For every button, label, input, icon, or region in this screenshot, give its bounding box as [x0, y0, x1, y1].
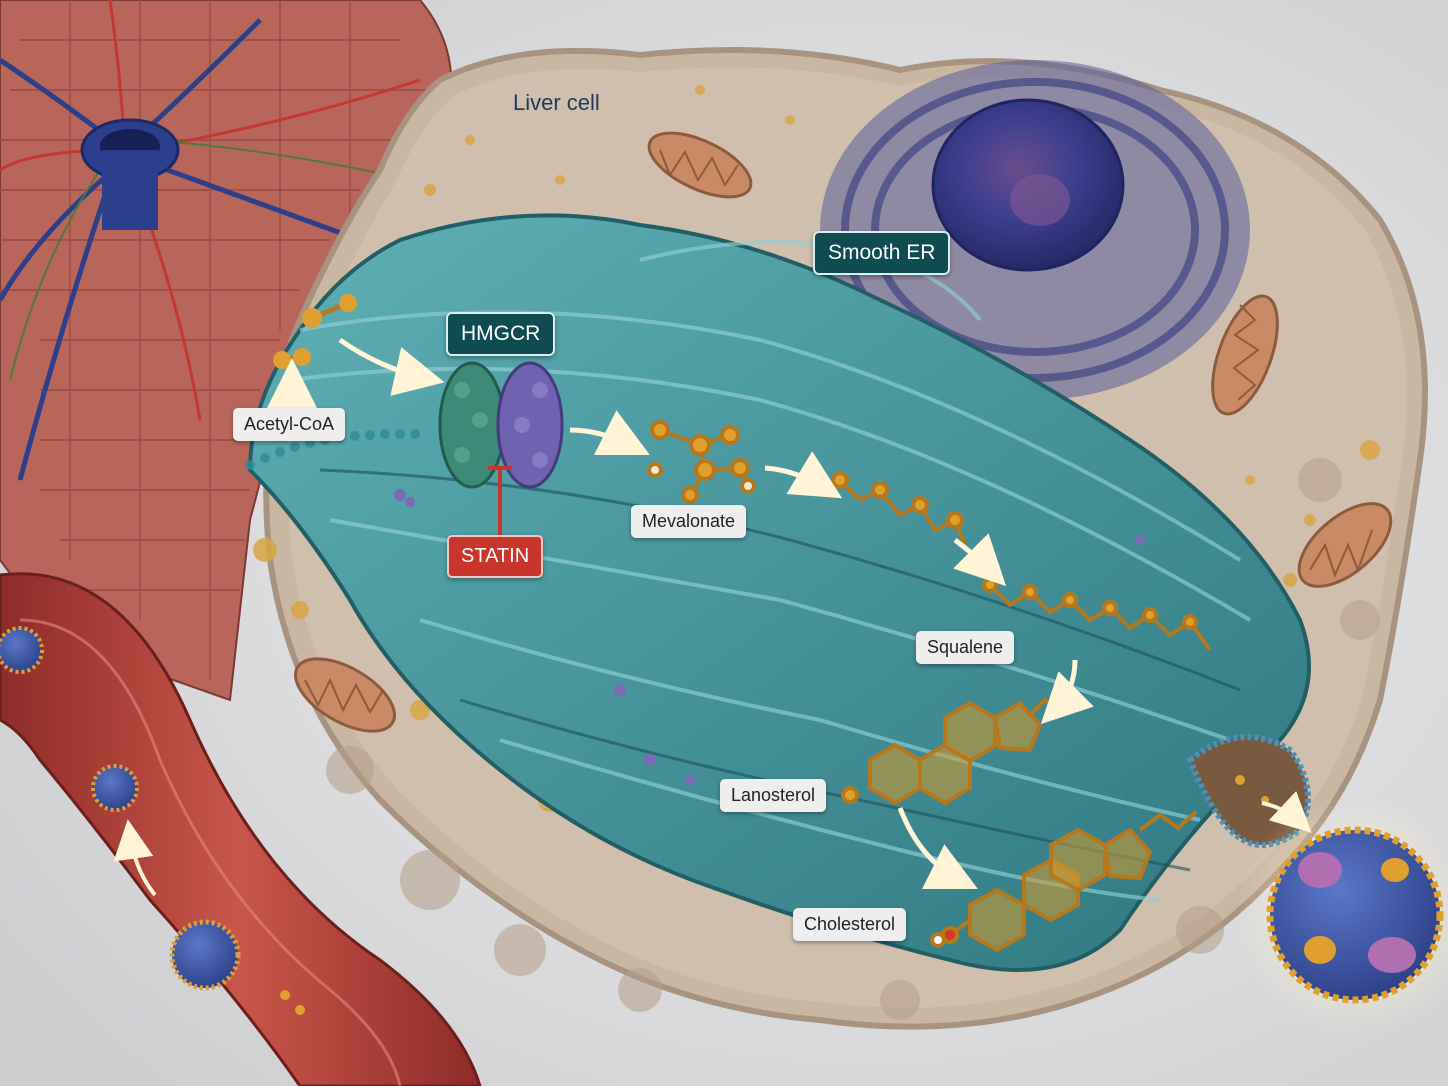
liver-cell-label: Liver cell — [513, 90, 600, 115]
arrow-acetyl-coa-to-hmgcr — [338, 337, 445, 396]
export-arrow — [1261, 791, 1312, 833]
lanosterol-label: Lanosterol — [720, 779, 827, 812]
arrow-squalene-to-lanosterol — [1040, 659, 1094, 725]
mitochondrion — [1211, 294, 1279, 416]
lanosterol-molecule — [841, 696, 1077, 806]
hmgcr-enzyme — [438, 361, 564, 489]
mevalonate-label: Mevalonate — [631, 505, 747, 538]
nucleus — [820, 60, 1250, 400]
arrow-mevalonate-to-intermediate — [764, 451, 843, 499]
mitochondrion — [293, 657, 397, 733]
lipoprotein-particle — [91, 764, 139, 812]
pathway-arrows — [267, 337, 1094, 889]
bloodstream-arrow — [113, 819, 157, 897]
lipoprotein-particle — [0, 626, 44, 674]
cholesterol-label: Cholesterol — [793, 908, 907, 941]
mevalonate-molecule — [647, 420, 756, 504]
smooth-er-label: Smooth ER — [813, 231, 951, 275]
arrow-lanosterol-to-cholesterol — [897, 807, 978, 889]
cholesterol-molecule — [930, 810, 1198, 953]
hmgcr-label: HMGCR — [446, 312, 556, 356]
statin-inhibition — [488, 466, 512, 540]
mitochondrion — [1297, 502, 1393, 588]
mitochondrion — [647, 131, 753, 199]
squalene-label: Squalene — [916, 631, 1015, 664]
arrow-intermediate-to-squalene — [953, 533, 1007, 587]
liver-lobule — [0, 0, 453, 702]
statin-label: STATIN — [447, 535, 544, 578]
intermediate-molecule — [831, 471, 967, 546]
lipoprotein-particle — [169, 919, 241, 991]
arrow-hmgcr-to-mevalonate — [569, 410, 650, 455]
secreted-lipoprotein — [1235, 791, 1448, 1035]
acetyl-coa-label: Acetyl-CoA — [233, 408, 346, 441]
blood-vessel — [0, 572, 482, 1086]
